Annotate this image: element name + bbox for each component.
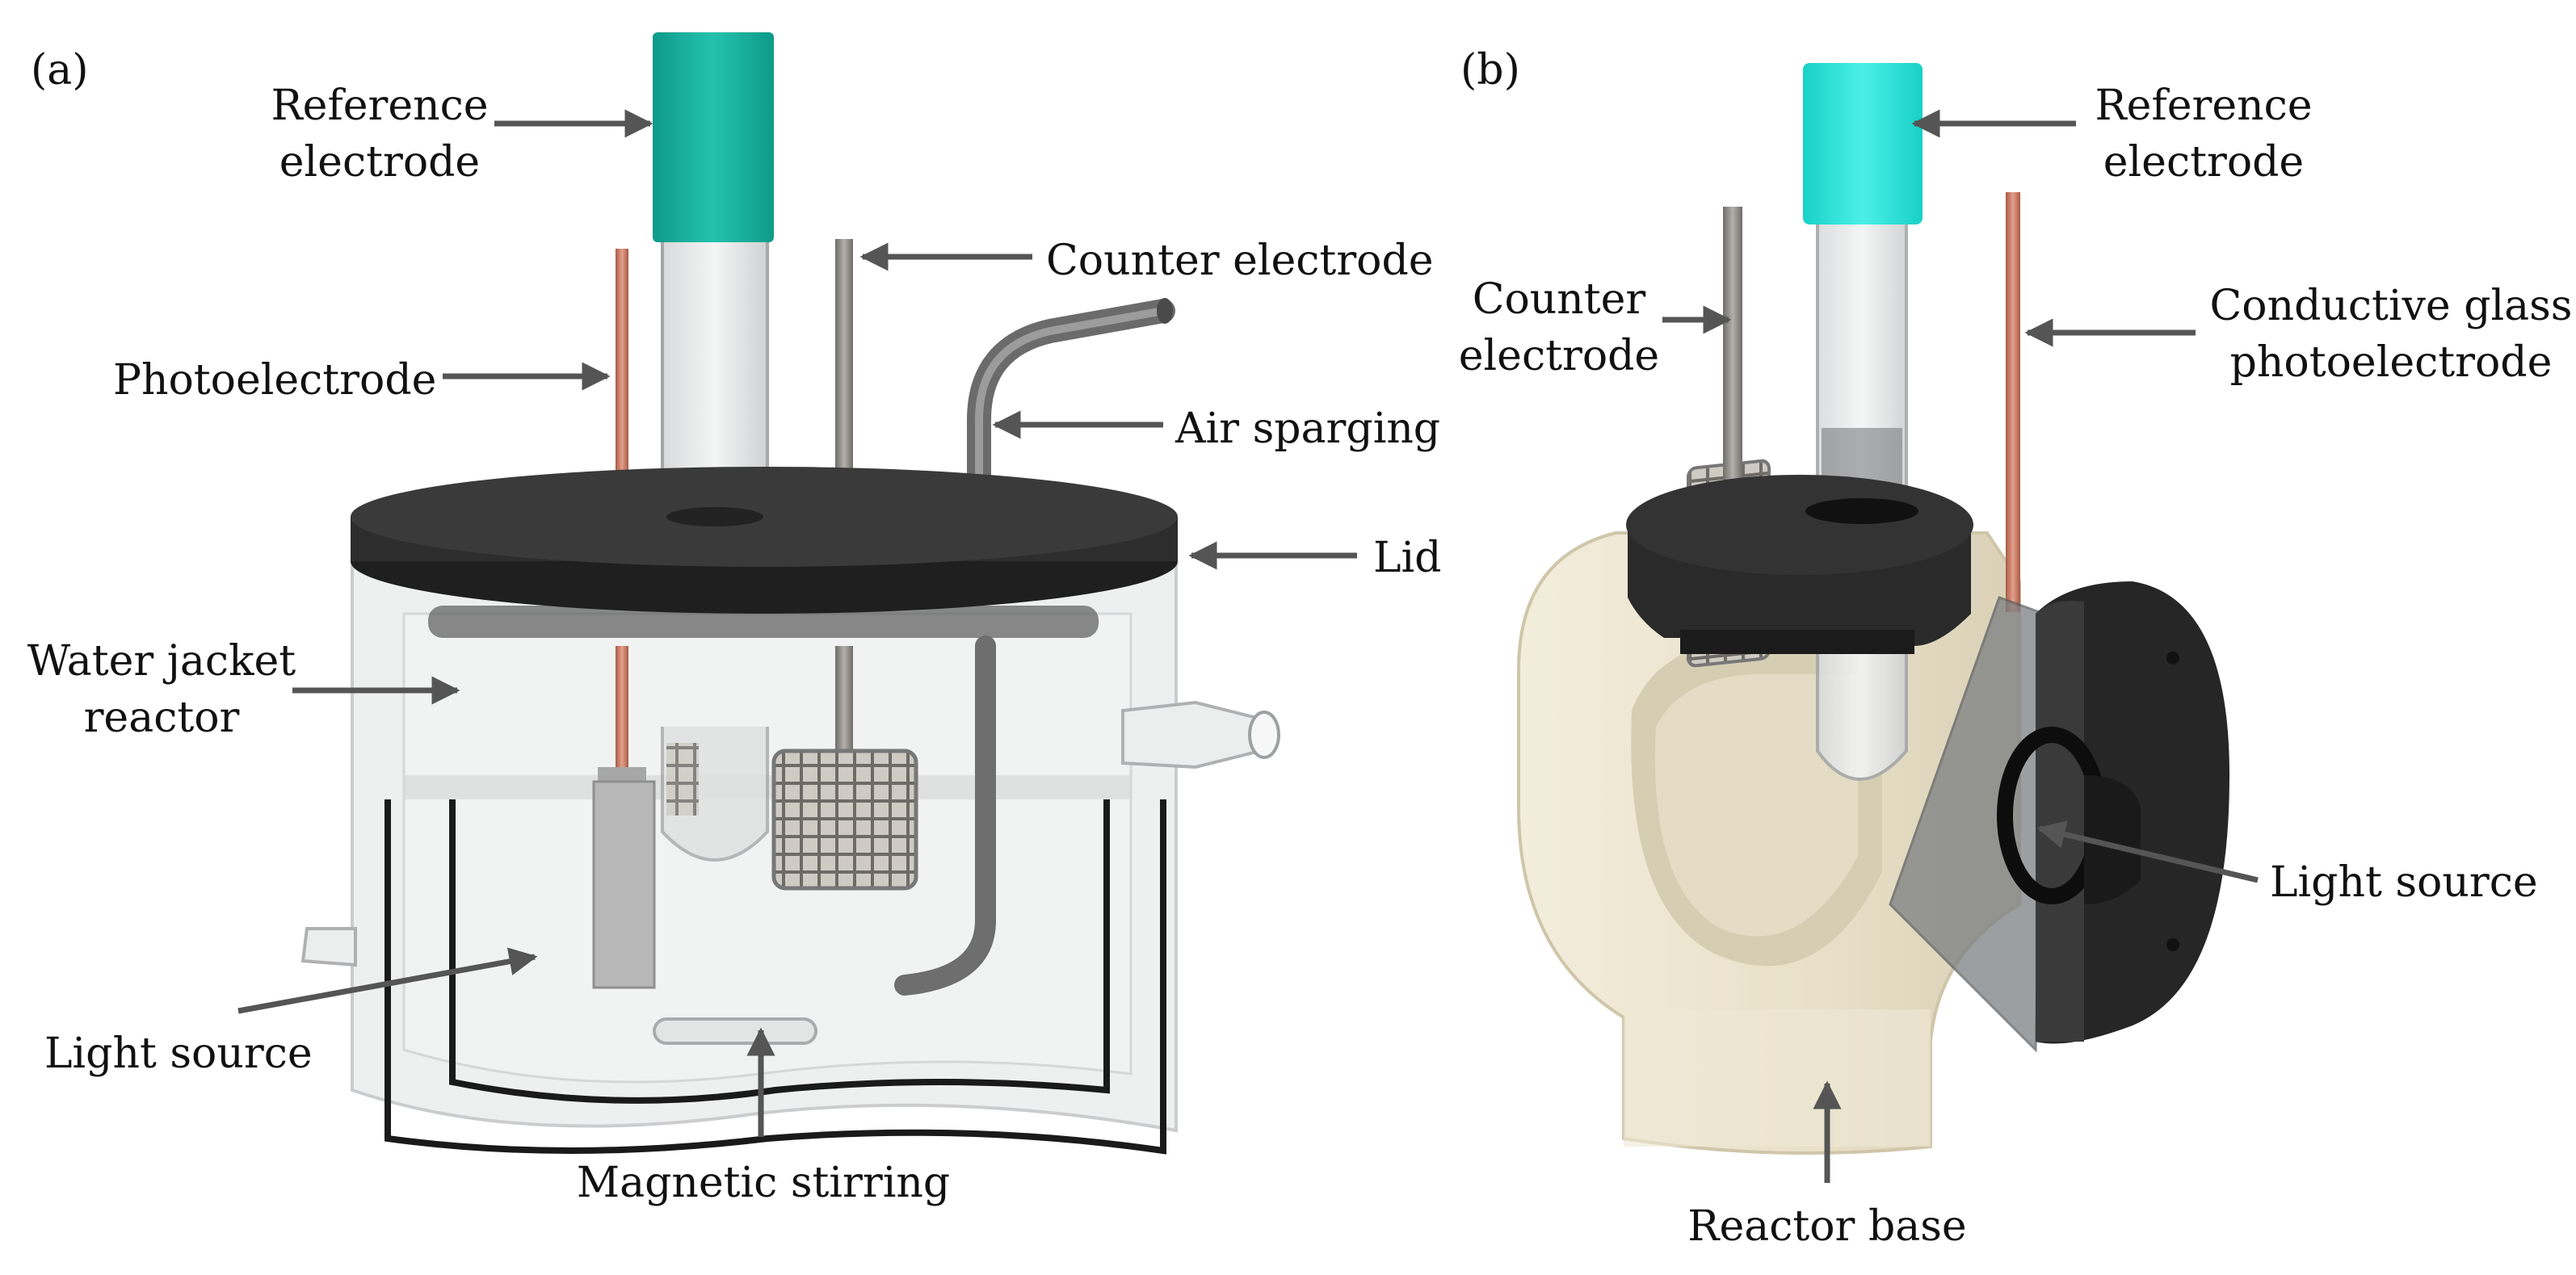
label-counter-electrode-a: Counter electrode bbox=[1046, 237, 1434, 285]
label-air-sparging: Air sparging bbox=[1175, 405, 1440, 453]
label-reference-electrode-line1-a: Reference bbox=[271, 82, 489, 130]
light-source-housing-b bbox=[1997, 581, 2229, 1044]
label-counter-electrode-line1-b: Counter bbox=[1473, 275, 1646, 324]
label-reference-electrode-line2-b: electrode bbox=[2103, 138, 2304, 187]
conductive-glass-photoelectrode-b bbox=[1889, 192, 2045, 1053]
panel-b-tag: (b) bbox=[1460, 46, 1520, 94]
label-water-jacket-line1: Water jacket bbox=[27, 637, 296, 686]
label-conductive-glass-line2: photoelectrode bbox=[2230, 338, 2553, 387]
panel-b: (b) bbox=[1459, 46, 2573, 1251]
label-conductive-glass-line1: Conductive glass bbox=[2210, 282, 2573, 330]
reference-electrode-b bbox=[1803, 63, 1923, 781]
label-magnetic-stirring: Magnetic stirring bbox=[577, 1159, 950, 1207]
leader-lines-b bbox=[1662, 109, 2259, 1183]
label-water-jacket-line2: reactor bbox=[84, 694, 240, 742]
counter-electrode-rod-b bbox=[1723, 207, 1742, 514]
label-lid: Lid bbox=[1373, 534, 1441, 582]
photoelectrode-a bbox=[592, 249, 656, 989]
label-reactor-base: Reactor base bbox=[1687, 1202, 1966, 1251]
panel-a: (a) bbox=[27, 32, 1441, 1207]
lid-a bbox=[351, 467, 1178, 614]
label-light-source-b: Light source bbox=[2270, 858, 2538, 907]
label-counter-electrode-line2-b: electrode bbox=[1459, 332, 1659, 380]
label-reference-electrode-line1-b: Reference bbox=[2095, 82, 2313, 130]
air-sparging-tube bbox=[894, 298, 1175, 996]
reference-electrode-a bbox=[653, 32, 774, 862]
leader-lines-a bbox=[237, 109, 1357, 1137]
panel-a-tag: (a) bbox=[31, 46, 89, 94]
label-light-source-a: Light source bbox=[44, 1030, 313, 1078]
top-cap-b bbox=[1626, 475, 1973, 654]
label-photoelectrode-a: Photoelectrode bbox=[113, 356, 436, 405]
counter-electrode-a bbox=[771, 239, 918, 891]
label-reference-electrode-line2-a: electrode bbox=[279, 138, 480, 187]
